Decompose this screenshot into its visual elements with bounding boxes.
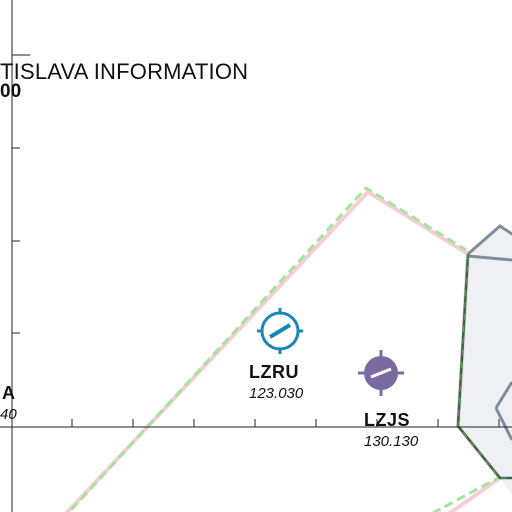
aerodrome-lzru-code[interactable]: LZRU (249, 362, 299, 382)
aerodrome-lzru-icon[interactable] (257, 308, 303, 354)
aerodrome-lzjs-frequency: 130.130 (364, 433, 419, 450)
vertical-axis-ticks (12, 54, 30, 334)
aerodrome-lzjs-code[interactable]: LZJS (364, 410, 411, 430)
airspace-border-gray-inner (467, 254, 512, 441)
fir-frequency-label: 00 (0, 81, 22, 102)
edge-aerodrome-code: A (2, 383, 16, 403)
aerodrome-lzru-frequency: 123.030 (249, 385, 304, 402)
airspace-area-right (458, 228, 512, 495)
horizontal-axis-ticks (71, 419, 500, 427)
fir-name-label: TISLAVA INFORMATION (0, 59, 249, 84)
airspace-border-gray-overlay (457, 253, 512, 479)
airspace-border-gray (467, 224, 512, 256)
sector-boundary-dashed-lower (431, 476, 499, 512)
aerodrome-lzjs-icon[interactable] (358, 350, 404, 396)
sector-boundary-dashed (67, 186, 467, 512)
edge-aerodrome-frequency: 40 (0, 406, 17, 423)
